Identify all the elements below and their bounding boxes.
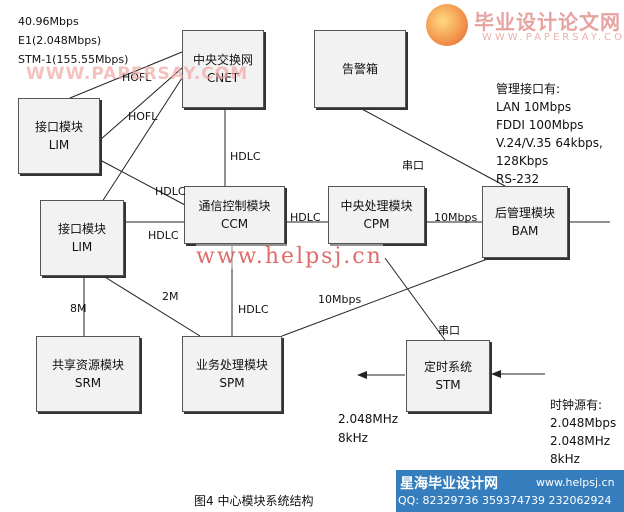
footer-site-url: www.helpsj.cn (536, 476, 615, 489)
note-stm-out-2: 8kHz (338, 431, 368, 445)
spm-block: 业务处理模块 SPM (182, 336, 282, 412)
lim-top-block: 接口模块 LIM (18, 98, 100, 174)
srm-block: 共享资源模块 SRM (36, 336, 140, 412)
footer-watermark-bar (396, 470, 624, 512)
ccm-abbr: CCM (220, 217, 249, 231)
note-mgmt-interfaces: 管理接口有: LAN 10Mbps FDDI 100Mbps V.24/V.35… (496, 80, 603, 188)
alarm-block: 告警箱 (314, 30, 406, 108)
lim-mid-title: 接口模块 (57, 222, 106, 236)
lim-top-title: 接口模块 (34, 120, 83, 134)
note-mgmt-1: LAN 10Mbps (496, 100, 572, 114)
brand-logo-icon (426, 4, 468, 46)
link-label-serial-alarm: 串口 (402, 159, 424, 172)
cnet-block: 中央交换网 CNET (182, 30, 264, 108)
link-label-cpm-bam: 10Mbps (434, 211, 478, 224)
note-clock-1: 2.048Mbps (550, 416, 617, 430)
link-lim-top-cnet-2 (99, 67, 183, 141)
note-rate-3: STM-1(155.55Mbps) (18, 53, 129, 66)
footer-qq: QQ: 82329736 359374739 232062924 (398, 494, 612, 507)
link-label-hofl-2: HOFL (128, 110, 158, 123)
link-lim-mid-cnet (99, 77, 183, 206)
lim-top-abbr: LIM (48, 138, 70, 152)
note-clock-title: 时钟源有: (550, 398, 603, 412)
link-label-spm-bam: 10Mbps (318, 293, 362, 306)
figure-caption: 图4 中心模块系统结构 (194, 494, 314, 508)
link-label-lim-spm: 2M (162, 290, 179, 303)
srm-title: 共享资源模块 (51, 358, 124, 372)
note-mgmt-5: RS-232 (496, 172, 540, 186)
srm-abbr: SRM (74, 376, 102, 390)
spm-title: 业务处理模块 (195, 358, 268, 372)
link-spm-bam (281, 257, 491, 337)
note-clock-sources: 时钟源有: 2.048Mbps 2.048MHz 8kHz (550, 396, 616, 468)
bam-title: 后管理模块 (494, 206, 555, 220)
link-alarm-bam (359, 107, 506, 187)
watermark-overlay-1: WWW.PAPERSAY.COM (26, 64, 249, 84)
alarm-title: 告警箱 (341, 62, 378, 76)
spm-abbr: SPM (219, 376, 245, 390)
link-label-hofl-1: HOFL (122, 71, 152, 84)
ccm-title: 通信控制模块 (198, 199, 271, 213)
link-label-hdlc-ccm-cpm: HDLC (290, 211, 321, 224)
note-stm-output: 2.048MHz 8kHz (338, 410, 398, 448)
cpm-block: 中央处理模块 CPM (328, 186, 425, 244)
note-rate-2: E1(2.048Mbps) (18, 34, 102, 47)
link-cpm-stm (384, 257, 446, 341)
link-lim-top-ccm (99, 159, 186, 206)
lim-mid-abbr: LIM (71, 240, 93, 254)
link-lim-top-cnet-1 (69, 51, 183, 99)
note-clock-3: 8kHz (550, 452, 580, 466)
watermark-overlay-2: www.helpsj.cn (196, 244, 383, 269)
stm-block: 定时系统 STM (406, 340, 490, 412)
watermark-brand-url: WWW.PAPERSAY.COM (482, 32, 624, 43)
cpm-abbr: CPM (363, 217, 390, 231)
note-mgmt-4: 128Kbps (496, 154, 549, 168)
stm-title: 定时系统 (423, 360, 472, 374)
note-link-rates: 40.96Mbps E1(2.048Mbps) STM-1(155.55Mbps… (18, 12, 128, 69)
link-label-lim-srm: 8M (70, 302, 87, 315)
cnet-title: 中央交换网 (192, 53, 253, 67)
note-mgmt-3: V.24/V.35 64kbps, (496, 136, 603, 150)
link-label-serial-stm: 串口 (438, 324, 460, 337)
note-stm-out-1: 2.048MHz (338, 412, 399, 426)
note-mgmt-2: FDDI 100Mbps (496, 118, 584, 132)
bam-abbr: BAM (511, 224, 539, 238)
link-label-hdlc-cnet-ccm: HDLC (230, 150, 261, 163)
link-lim-spm (99, 273, 201, 337)
cpm-title: 中央处理模块 (340, 199, 413, 213)
stm-abbr: STM (435, 378, 461, 392)
note-mgmt-title: 管理接口有: (496, 82, 561, 96)
link-label-hdlc-lim-ccm-2: HDLC (148, 229, 179, 242)
link-label-hdlc-ccm-spm: HDLC (238, 303, 269, 316)
footer-site-name: 星海毕业设计网 (400, 476, 498, 492)
lim-mid-block: 接口模块 LIM (40, 200, 124, 276)
bam-block: 后管理模块 BAM (482, 186, 568, 258)
watermark-brand-cn: 毕业设计论文网 (474, 10, 621, 34)
cnet-abbr: CNET (206, 71, 240, 85)
note-clock-2: 2.048MHz (550, 434, 611, 448)
note-rate-1: 40.96Mbps (18, 15, 79, 28)
ccm-block: 通信控制模块 CCM (184, 186, 285, 244)
link-label-hdlc-lim-ccm-1: HDLC (155, 185, 186, 198)
